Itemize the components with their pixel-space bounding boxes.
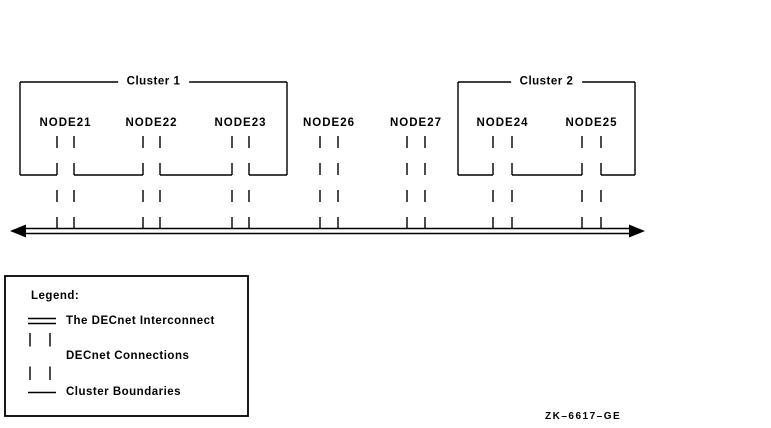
node-label-node26: NODE26 xyxy=(302,117,356,129)
figure-code: ZK–6617–GE xyxy=(545,411,622,422)
legend-item-connections-label: DECnet Connections xyxy=(66,350,190,362)
decnet-connection-lines xyxy=(56,136,602,229)
interconnect-double-line xyxy=(24,227,631,235)
legend-dashed-connections-symbol-icon xyxy=(29,333,51,380)
interconnect-arrowhead-right-icon xyxy=(629,224,645,238)
node-label-node25: NODE25 xyxy=(565,117,618,129)
node26-connection-pair xyxy=(319,136,339,229)
cluster-2-label: Cluster 2 xyxy=(510,75,583,89)
node-label-node21: NODE21 xyxy=(39,117,92,129)
node-label-node23: NODE23 xyxy=(214,117,267,129)
node-label-node27: NODE27 xyxy=(389,117,443,129)
legend-item-boundaries-label: Cluster Boundaries xyxy=(66,386,182,398)
legend-double-line-symbol-icon xyxy=(28,317,56,325)
node25-connection-pair xyxy=(581,136,602,229)
node24-connection-pair xyxy=(492,136,513,229)
legend-box xyxy=(4,275,249,417)
node21-connection-pair xyxy=(56,136,75,229)
node23-connection-pair xyxy=(231,136,250,229)
node-label-node22: NODE22 xyxy=(125,117,178,129)
legend-title: Legend: xyxy=(31,290,80,302)
node22-connection-pair xyxy=(142,136,161,229)
interconnect-arrowhead-left-icon xyxy=(10,224,26,238)
node-label-node24: NODE24 xyxy=(476,117,529,129)
legend-item-interconnect-label: The DECnet Interconnect xyxy=(66,315,215,327)
cluster-1-label: Cluster 1 xyxy=(117,75,190,89)
node27-connection-pair xyxy=(406,136,426,229)
decnet-interconnect-bus xyxy=(10,224,645,238)
legend-symbols xyxy=(28,317,56,394)
